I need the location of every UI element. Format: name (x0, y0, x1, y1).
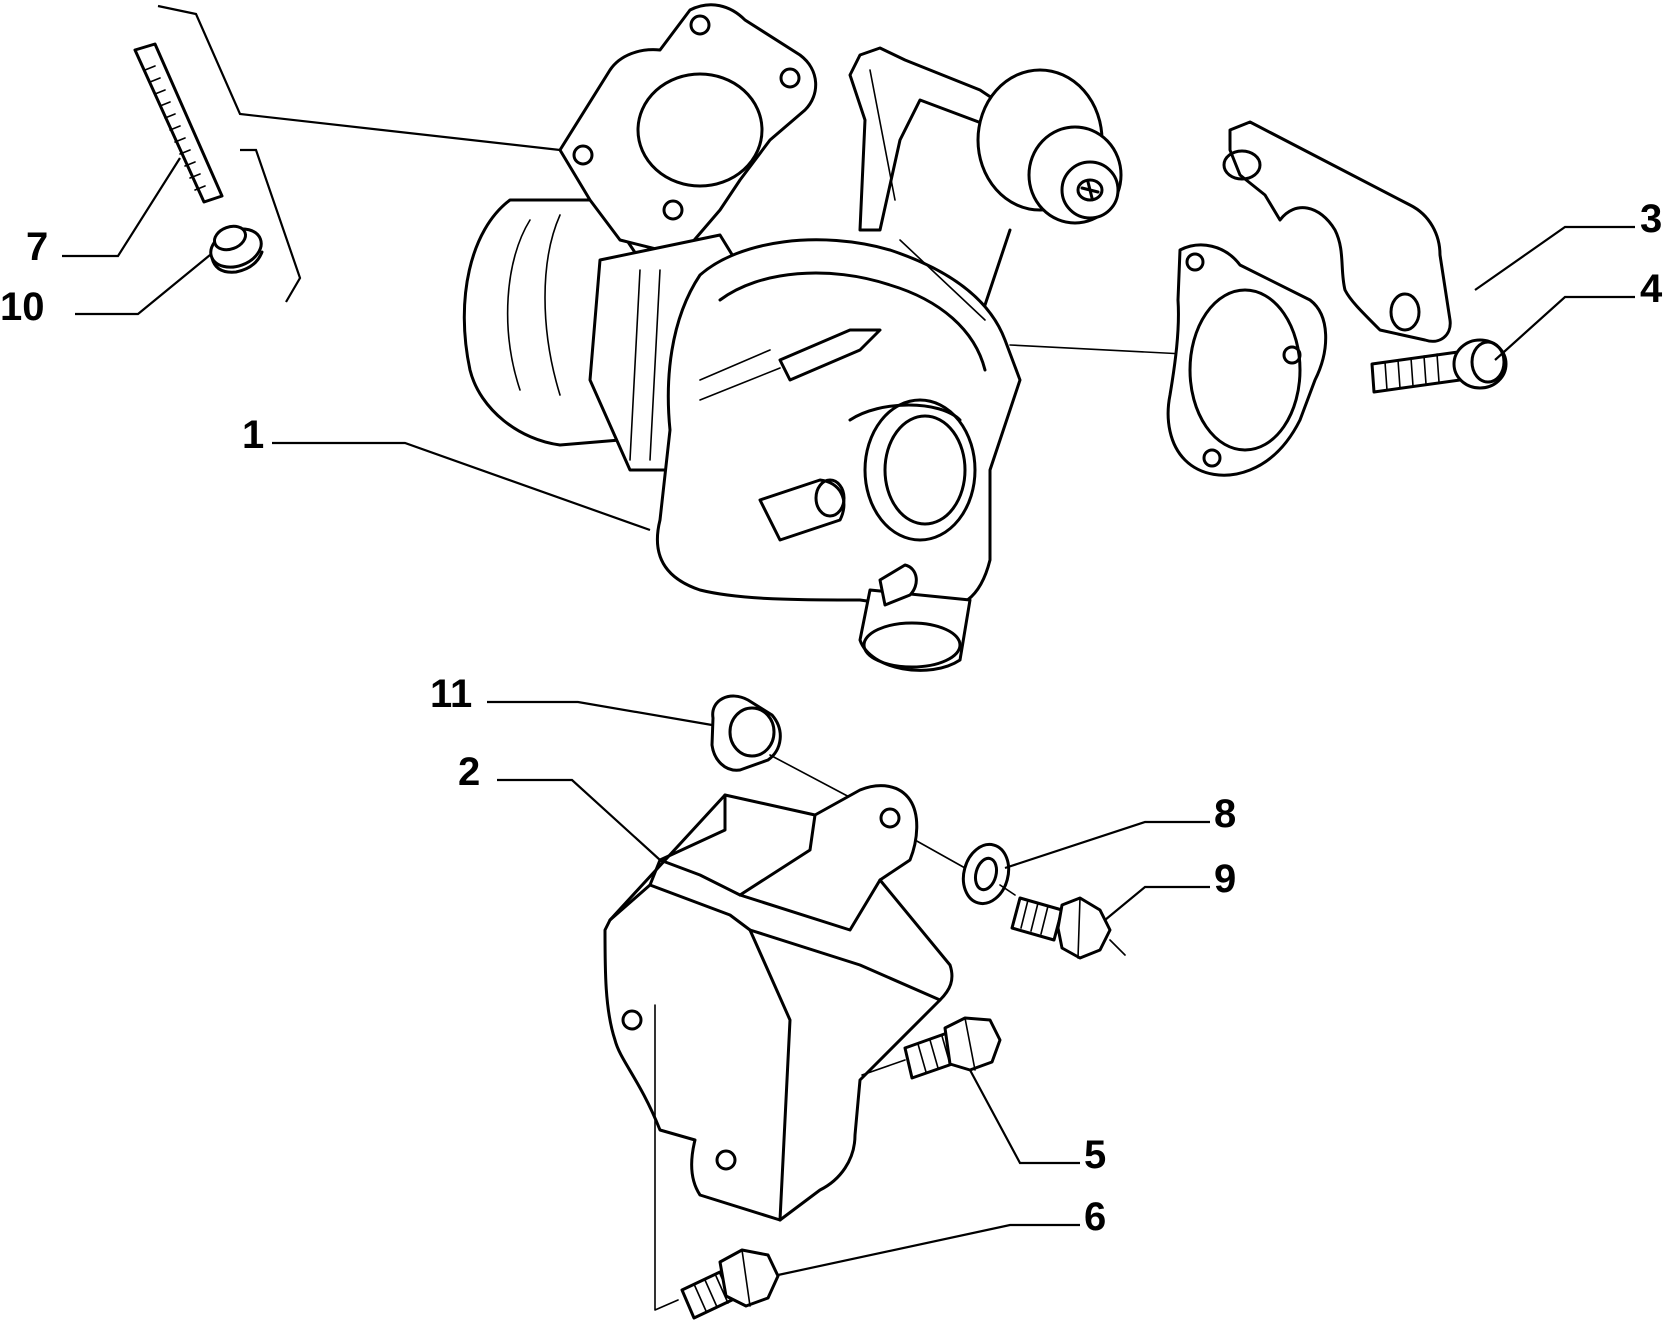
assembly-line-bolt-6 (654, 1004, 679, 1311)
leader-1 (272, 441, 651, 532)
leader-10 (75, 254, 211, 316)
callout-3: 3 (1640, 197, 1662, 241)
callout-2: 2 (458, 750, 480, 794)
bolt-part-5 (903, 1016, 1002, 1080)
bolt-part-9 (1010, 896, 1112, 960)
stud-bracket-line-lower (240, 148, 302, 303)
heat-shield-part (603, 784, 954, 1222)
callout-1: 1 (242, 413, 264, 457)
assembly-line-bolt-5 (861, 1059, 906, 1076)
callout-6: 6 (1084, 1195, 1106, 1239)
callout-9: 9 (1214, 857, 1236, 901)
assembly-line-bushing (769, 754, 856, 801)
assembly-line-bolt-9 (999, 884, 1126, 956)
leader-9 (1104, 885, 1210, 921)
leader-4 (1494, 295, 1635, 361)
clamp-flange-part (1166, 120, 1452, 477)
leader-5 (969, 1069, 1080, 1165)
callout-10: 10 (0, 285, 45, 329)
leader-7 (62, 157, 181, 258)
leader-11 (487, 700, 713, 727)
bolt-part-6 (680, 1248, 780, 1320)
stud-bracket-line (157, 4, 561, 152)
stud-part (133, 42, 224, 204)
leader-8 (1004, 820, 1210, 870)
washer-part (961, 842, 1011, 906)
turbocharger-part (462, 3, 1123, 672)
leader-3 (1474, 225, 1635, 291)
leader-6 (777, 1223, 1080, 1277)
callout-5: 5 (1084, 1133, 1106, 1177)
assembly-line-washer (914, 839, 966, 869)
leader-2 (497, 778, 661, 861)
nut-part (209, 224, 264, 274)
callout-11: 11 (430, 672, 472, 716)
callout-4: 4 (1640, 267, 1663, 311)
bolt-part-4 (1370, 338, 1508, 394)
bushing-part (710, 694, 782, 772)
callout-8: 8 (1214, 792, 1236, 836)
callout-7: 7 (26, 225, 48, 269)
